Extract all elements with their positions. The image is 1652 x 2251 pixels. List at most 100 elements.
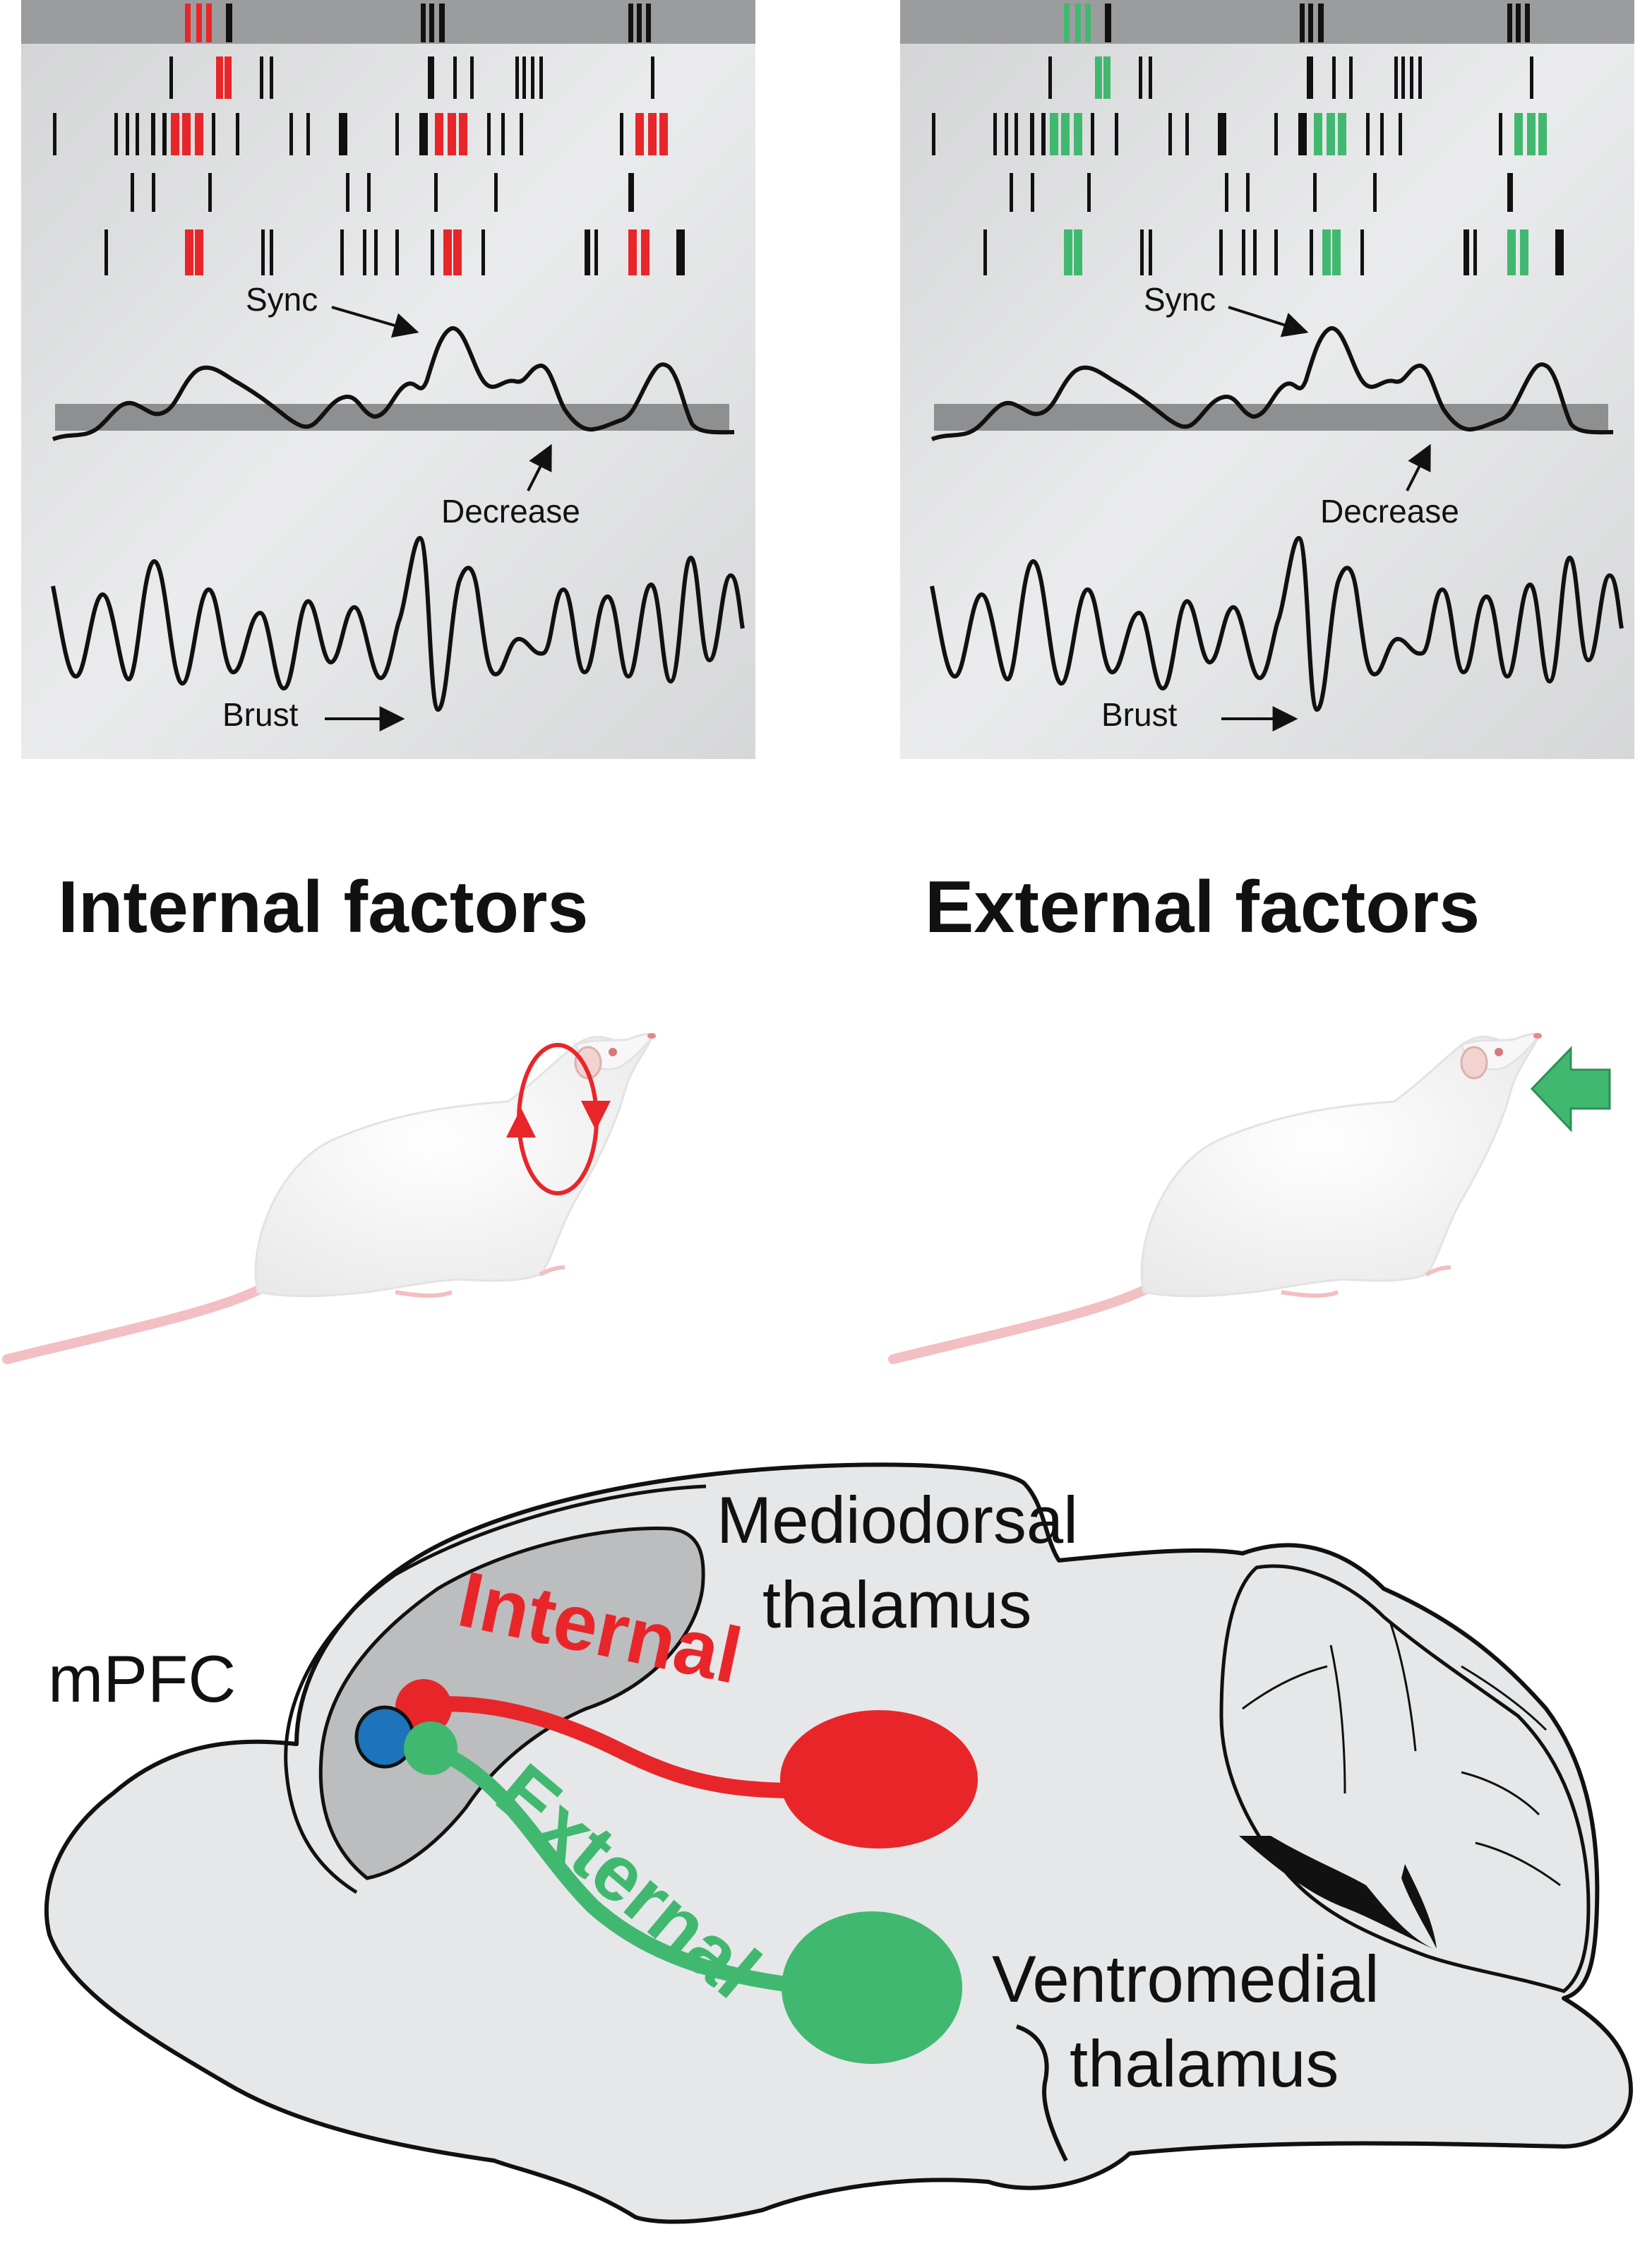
spike [1310,229,1313,275]
highlighted-spike [648,113,657,155]
spike [1005,113,1008,155]
highlighted-spike [448,113,456,155]
spike [1168,113,1172,155]
spike [429,4,434,42]
rat-hind-paw [395,1290,453,1298]
spike [340,229,344,275]
highlighted-spike [443,229,452,275]
decrease-label: Decrease [1320,493,1459,530]
internal-activity-panel: Sync Decrease Brust [21,0,755,759]
highlighted-spike [1074,113,1082,155]
highlighted-spike [435,113,443,155]
spike [1300,4,1305,42]
panel-top-band [21,0,755,44]
ventromedial-label-line2: thalamus [1070,2026,1339,2101]
spike [453,56,457,99]
external-activity-panel: Sync Decrease Brust [900,0,1634,759]
spike [236,113,239,155]
internal-pathway-fiber [416,1696,855,1799]
spike [1225,173,1228,212]
highlighted-spike [635,113,644,155]
mpfc-label: mPFC [48,1642,236,1716]
highlighted-spike [185,4,191,42]
sync-arrow [331,306,419,338]
highlighted-spike [1061,113,1070,155]
spike [1030,113,1034,155]
spike [487,113,491,155]
cerebellum-fold-1 [1242,1665,1328,1710]
spike [53,113,56,155]
spike [261,229,265,275]
spike [1349,56,1353,99]
spike [594,229,598,275]
spike [1525,4,1530,42]
highlighted-spike [1064,4,1070,42]
spike [1218,113,1226,155]
highlighted-spike [206,4,212,42]
spike [431,229,434,275]
sync-trace [930,326,1614,441]
spike [481,229,485,275]
rat-tail [888,1284,1152,1364]
spike [126,113,129,155]
spike [1105,4,1111,42]
spike [1401,56,1405,99]
ventromedial-label-line1: Ventromedial [992,1942,1379,2016]
spike [520,113,523,155]
decrease-arrow [1406,443,1431,491]
spike [1473,229,1477,275]
highlighted-spike [1103,56,1111,99]
spike [1394,56,1398,99]
cerebellum-fold-6 [1475,1841,1561,1887]
spike [419,113,428,155]
spike [367,173,371,212]
spike [226,4,232,42]
spike [1410,56,1413,99]
spike [1307,56,1313,99]
spike [421,4,426,42]
ventromedial-thalamus-nucleus [782,1911,962,2064]
spike [1219,229,1223,275]
spike [651,56,654,99]
mpfc-external-neuron [404,1721,457,1775]
spike [1031,173,1034,212]
highlighted-spike [171,113,179,155]
spike [152,173,155,212]
burst-label: Brust [1101,696,1178,733]
spike [515,56,519,99]
spike [136,113,139,155]
fourth-ventricle-tip [1401,1864,1437,1949]
highlighted-spike [1314,113,1322,155]
spike [208,173,212,212]
spike [539,56,543,99]
sync-trace [52,326,735,441]
spike [620,113,623,155]
spike [1366,113,1370,155]
spike [1149,56,1152,99]
highlighted-spike [1538,113,1547,155]
spike [628,4,633,42]
mediodorsal-label-line2: thalamus [762,1568,1031,1642]
spike [585,229,590,275]
panel-top-band [900,0,1634,44]
cerebellum-fold-2 [1329,1644,1346,1794]
spike [270,229,273,275]
spike [494,173,498,212]
spike [637,4,642,42]
highlighted-spike [641,229,650,275]
highlighted-spike [1520,229,1528,275]
highlighted-spike [1327,113,1335,155]
highlighted-spike [659,113,668,155]
highlighted-spike [1064,229,1072,275]
spike [1041,113,1046,155]
highlighted-spike [185,229,193,275]
spike [1274,113,1278,155]
lfp-oscillation-trace [930,535,1624,712]
spike [395,113,399,155]
spike-raster [53,4,685,275]
spike [1014,113,1018,155]
spike [1048,56,1052,99]
spike [1087,173,1091,212]
spike [1418,56,1422,99]
spike [1464,229,1469,275]
